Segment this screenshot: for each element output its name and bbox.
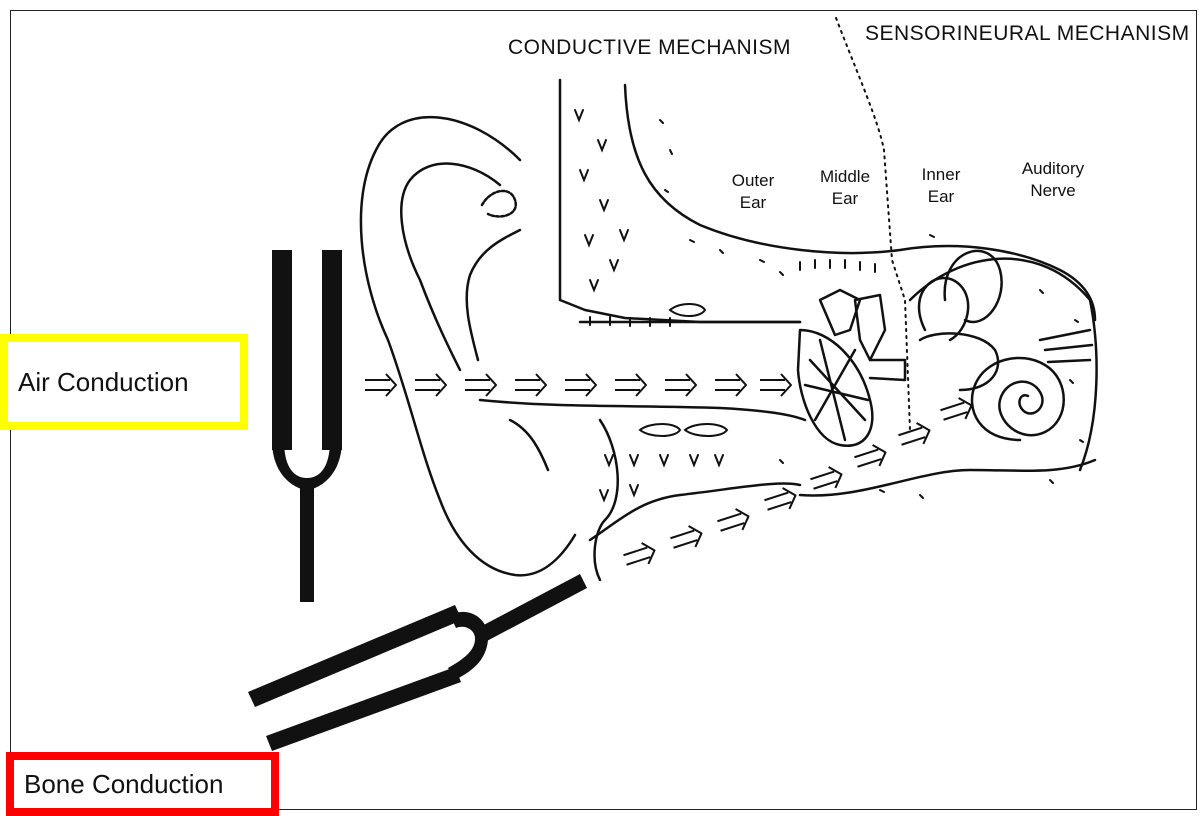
bone-arrow <box>763 485 799 516</box>
fork-prong <box>322 250 342 450</box>
air-arrow <box>615 374 646 396</box>
hair-marks <box>575 110 723 500</box>
inner-ear-label-line1: Inner <box>896 164 986 186</box>
air-arrow <box>715 374 746 396</box>
outer-ear-label-line2: Ear <box>708 192 798 214</box>
air-arrow <box>365 374 396 396</box>
lobe-detail <box>510 420 548 470</box>
air-conduction-callout: Air Conduction <box>0 334 248 430</box>
bone-arrow <box>669 523 705 554</box>
sensorineural-mechanism-header: SENSORINEURAL MECHANISM <box>865 22 1190 46</box>
auditory-nerve-label-line2: Nerve <box>1008 180 1098 202</box>
pinna-outline <box>361 117 575 575</box>
outer-ear-label: Outer Ear <box>708 170 798 214</box>
bone-arrow <box>853 442 889 473</box>
auditory-nerve-label-line1: Auditory <box>1008 158 1098 180</box>
air-arrow <box>415 374 446 396</box>
bone-arrow <box>809 464 845 495</box>
fork-stem <box>300 485 314 602</box>
fork-prong <box>272 250 292 450</box>
fork-stem <box>478 574 587 642</box>
air-arrow <box>465 374 496 396</box>
vestibule <box>920 333 998 390</box>
pinna-helix-inner <box>401 164 500 370</box>
bone-conduction-callout: Bone Conduction <box>6 752 279 816</box>
fork-yoke <box>272 440 342 490</box>
auditory-nerve-label: Auditory Nerve <box>1008 158 1098 202</box>
air-arrow <box>515 374 546 396</box>
jaw-curve <box>595 420 618 580</box>
middle-ear-label-line1: Middle <box>800 166 890 188</box>
outer-ear-label-line1: Outer <box>708 170 798 192</box>
tuning-fork-bone <box>248 574 587 751</box>
air-arrow <box>665 374 696 396</box>
tuning-fork-air <box>272 250 342 602</box>
stapes <box>870 360 905 380</box>
auditory-nerve <box>1040 330 1092 362</box>
bone-arrow <box>939 395 975 426</box>
mechanism-divider <box>836 18 910 430</box>
concha <box>467 230 520 360</box>
ossicle-malleus <box>820 290 860 335</box>
bone-conduction-path <box>622 395 975 571</box>
inner-ear-label-line2: Ear <box>896 186 986 208</box>
cochlea <box>972 358 1064 440</box>
middle-ear-label-line2: Ear <box>800 188 890 210</box>
air-conduction-label: Air Conduction <box>18 367 189 398</box>
middle-ear-label: Middle Ear <box>800 166 890 210</box>
bone-arrow <box>716 506 752 537</box>
inner-ear-label: Inner Ear <box>896 164 986 208</box>
bone-lower-right <box>800 460 1095 496</box>
bone-conduction-label: Bone Conduction <box>24 769 223 800</box>
air-arrow <box>760 374 791 396</box>
air-conduction-path <box>365 374 791 396</box>
bone-arrow <box>897 420 933 451</box>
skull-lower <box>590 483 800 540</box>
bone-arrow <box>622 540 658 571</box>
air-arrow <box>565 374 596 396</box>
cartilage-ovals <box>640 304 727 436</box>
canal-lower-wall <box>480 400 805 420</box>
antihelix-detail <box>482 191 516 217</box>
conductive-mechanism-header: CONDUCTIVE MECHANISM <box>508 36 791 60</box>
